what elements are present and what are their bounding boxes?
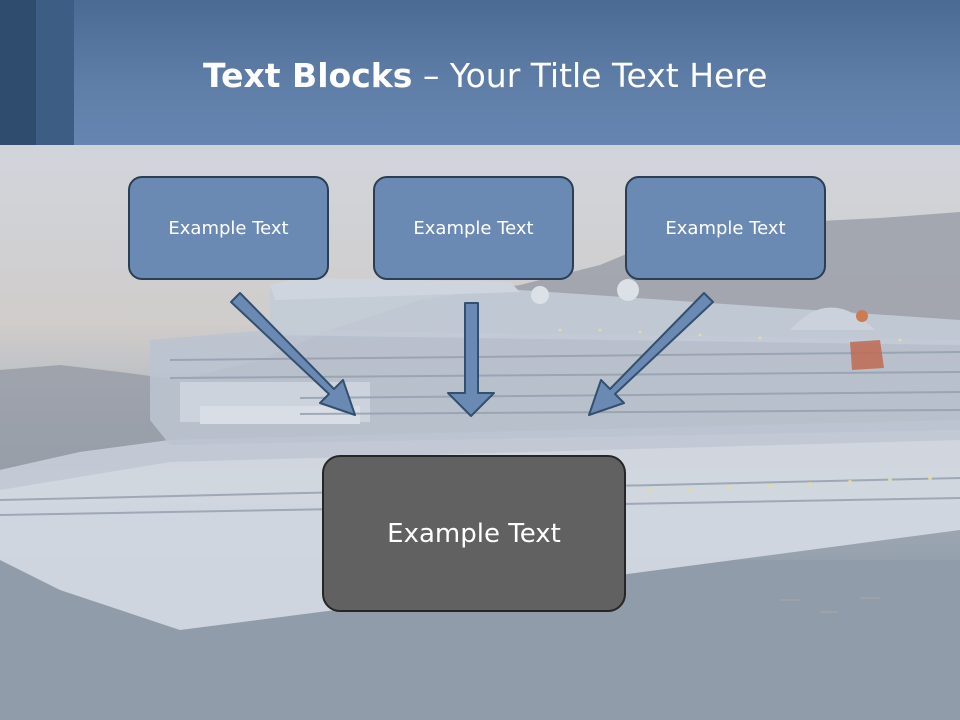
text-block-1-label: Example Text (168, 217, 289, 239)
title-rest: Your Title Text Here (449, 56, 768, 95)
main-text-block-label: Example Text (387, 518, 561, 549)
text-block-1[interactable]: Example Text (128, 176, 329, 280)
header-accent-dark (0, 0, 36, 145)
title-separator: – (412, 56, 450, 95)
header-accent-mid (36, 0, 74, 145)
title-header-band (0, 0, 960, 145)
text-block-3[interactable]: Example Text (625, 176, 826, 280)
text-block-2[interactable]: Example Text (373, 176, 574, 280)
main-text-block[interactable]: Example Text (322, 455, 626, 612)
arrow-left (230, 292, 356, 416)
text-block-3-label: Example Text (665, 217, 786, 239)
arrow-center (447, 302, 495, 417)
text-block-2-label: Example Text (413, 217, 534, 239)
title-bold-part: Text Blocks (203, 56, 413, 95)
arrow-right (588, 292, 714, 416)
slide-title: Text Blocks – Your Title Text Here (203, 52, 767, 100)
